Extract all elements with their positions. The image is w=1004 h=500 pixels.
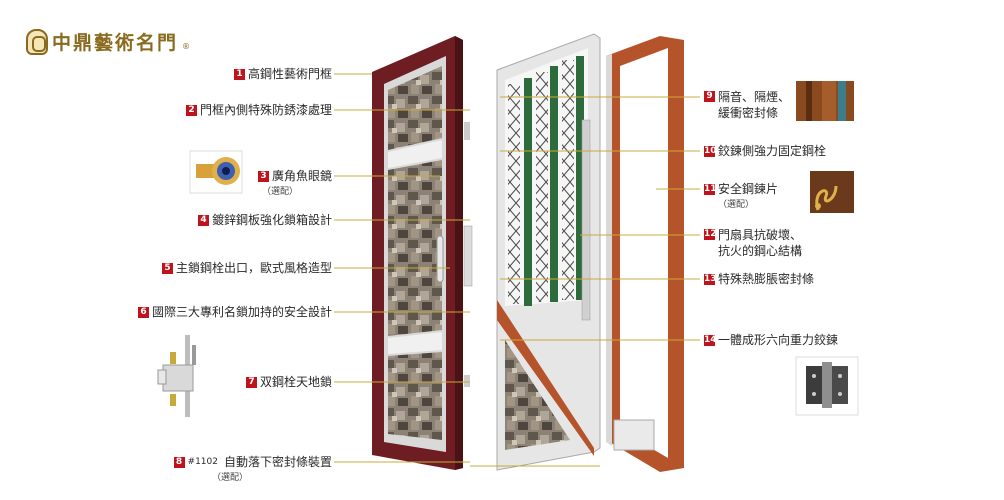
callout-4-text: 鍍鋅鋼板強化鎖箱設計 xyxy=(211,213,332,227)
callout-7: 7 双鋼栓天地鎖 xyxy=(245,374,332,390)
brand-name: 中鼎藝術名門 xyxy=(52,32,179,54)
callout-6-number: 6 xyxy=(137,306,149,318)
safety-chain-image xyxy=(810,171,854,213)
callout-13: 13 特殊熱膨脹密封條 xyxy=(704,271,814,287)
seal-strip-image xyxy=(796,81,854,121)
callout-8: 8 #1102 自動落下密封條裝置 xyxy=(173,454,332,470)
callout-3-optional: （選配） xyxy=(262,187,299,197)
callout-3-number: 3 xyxy=(257,170,269,182)
callout-14-text: 一體成形六向重力鉸鍊 xyxy=(718,333,839,347)
callout-4-number: 4 xyxy=(197,214,209,226)
callout-2-text: 門框內側特殊防銹漆處理 xyxy=(199,103,332,117)
callout-8-number: 8 xyxy=(173,456,185,468)
registered-mark: ® xyxy=(182,42,191,51)
outer-frame xyxy=(606,36,684,472)
callout-8-text: 自動落下密封條裝置 xyxy=(223,455,332,469)
callout-5-text: 主鎖鋼栓出口，歐式風格造型 xyxy=(175,261,332,275)
callout-2-number: 2 xyxy=(185,104,197,116)
multi-lock-image xyxy=(157,335,196,417)
callout-4: 4 鍍鋅鋼板強化鎖箱設計 xyxy=(197,212,332,228)
callout-1-number: 1 xyxy=(233,68,245,80)
callout-1-text: 高鋼性藝術門框 xyxy=(247,67,332,81)
callout-9-number: 9 xyxy=(704,91,715,102)
callout-14: 14 一體成形六向重力鉸鍊 xyxy=(704,332,838,348)
left-door xyxy=(372,36,473,470)
fisheye-lens-image xyxy=(189,150,243,194)
callout-9-line2: 緩衝密封條 xyxy=(718,106,779,120)
callout-11-text: 安全鋼鍊片 xyxy=(718,182,779,196)
hinge-image xyxy=(795,356,859,416)
middle-door-structure xyxy=(496,33,601,471)
callout-13-text: 特殊熱膨脹密封條 xyxy=(718,272,815,286)
callout-13-number: 13 xyxy=(704,273,717,285)
callout-6: 6 國際三大專利名鎖加持的安全設計 xyxy=(137,304,332,320)
callout-7-number: 7 xyxy=(245,376,257,388)
callout-10: 10 鉸鍊側強力固定鋼栓 xyxy=(704,143,826,159)
callout-10-number: 10 xyxy=(704,145,717,157)
callout-3-text: 廣角魚眼鏡 xyxy=(271,169,332,183)
callout-3: 3 廣角魚眼鏡 xyxy=(257,168,332,184)
callout-14-number: 14 xyxy=(704,334,717,346)
callout-12: 12 門扇具抗破壞、 抗火的鋼心結構 xyxy=(704,227,802,259)
callout-5: 5 主鎖鋼栓出口，歐式風格造型 xyxy=(161,260,332,276)
callout-6-text: 國際三大專利名鎖加持的安全設計 xyxy=(151,305,332,319)
callout-7-text: 双鋼栓天地鎖 xyxy=(259,375,332,389)
callout-9: 9 隔音、隔煙、 緩衝密封條 xyxy=(704,89,790,121)
callout-9-line1: 隔音、隔煙、 xyxy=(718,90,791,104)
brand-logo: 中鼎藝術名門 ® xyxy=(26,28,190,55)
brand-seal-icon xyxy=(26,28,48,55)
callout-12-number: 12 xyxy=(704,229,717,240)
callout-12-line1: 門扇具抗破壞、 xyxy=(718,228,803,242)
callout-5-number: 5 xyxy=(161,262,173,274)
callout-8-model: #1102 xyxy=(187,457,218,467)
callout-10-text: 鉸鍊側強力固定鋼栓 xyxy=(718,144,827,158)
callout-2: 2 門框內側特殊防銹漆處理 xyxy=(185,102,332,118)
callout-8-optional: （選配） xyxy=(212,473,249,483)
callout-12-line2: 抗火的鋼心結構 xyxy=(718,244,803,258)
callout-1: 1 高鋼性藝術門框 xyxy=(233,66,332,82)
callout-11: 11 安全鋼鍊片 xyxy=(704,181,778,197)
callout-11-number: 11 xyxy=(704,183,717,195)
callout-11-optional: （選配） xyxy=(718,200,755,210)
